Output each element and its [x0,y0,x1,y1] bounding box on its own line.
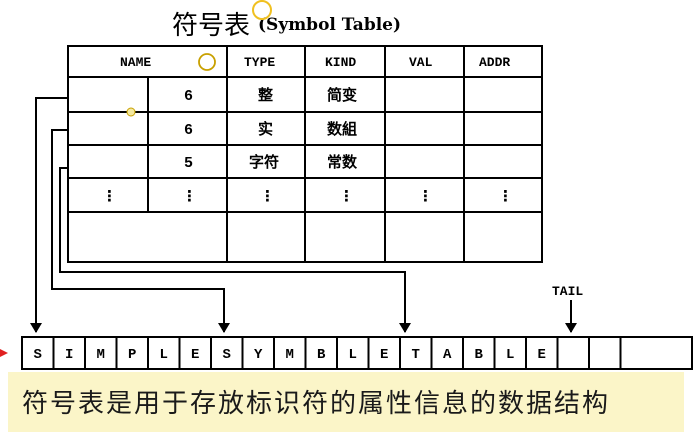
string-cell-char: Y [254,347,263,363]
string-cell-char: L [349,347,357,363]
table-cell-len: 6 [184,88,193,105]
header-type: TYPE [244,55,275,70]
string-cell-char: A [443,347,452,363]
string-cell: S [21,336,55,370]
string-cell: B [462,336,496,370]
string-cell: M [273,336,307,370]
table-cell-len: 5 [184,155,193,172]
table-cell-addr: ⋮ [498,187,513,205]
table-cell-val: ⋮ [418,187,433,205]
string-cell-char: B [475,347,484,363]
string-cell: E [367,336,401,370]
header-val: VAL [409,55,433,70]
string-cell-char: M [286,347,294,363]
string-cell: L [147,336,181,370]
title-cn: 符号表 [172,11,250,41]
string-cell: A [430,336,464,370]
header-addr: ADDR [479,55,510,70]
diagram-title: 符号表 (Symbol Table) [172,0,401,41]
name-pointers [30,97,577,333]
string-cell: P [115,336,149,370]
pointer-row-3 [59,167,411,333]
string-cell-char: L [160,347,168,363]
string-cell: I [52,336,86,370]
table-cell-kind: ⋮ [339,187,354,205]
table-cell-type: 整 [258,86,273,104]
string-cell-char: E [191,347,199,363]
string-cell-char: E [538,347,546,363]
symbol-table [67,45,543,263]
table-cell-len: ⋮ [182,187,197,205]
string-cell-char: S [34,347,42,363]
table-cell-len: 6 [184,122,193,139]
string-cell-char: I [65,347,73,363]
caption-text: 符号表是用于存放标识符的属性信息的数据结构 [22,389,610,419]
table-cell-kind: 常数 [327,153,358,171]
string-cell: B [304,336,338,370]
string-cell-char: P [128,347,136,363]
entry-arrow-icon [0,349,8,357]
table-cell-kind: 数組 [327,120,357,138]
string-cell: M [84,336,118,370]
string-cell: Y [241,336,275,370]
string-cell-char: S [223,347,231,363]
string-cell: E [178,336,212,370]
tail-label: TAIL [552,284,583,299]
string-cell-char: L [506,347,514,363]
caption-band [8,372,684,432]
string-cell: L [336,336,370,370]
string-cell: L [493,336,527,370]
string-cell: S [210,336,244,370]
table-cell-type: 实 [258,120,273,138]
title-en: (Symbol Table) [258,15,401,35]
highlight-marker-title [252,0,272,20]
string-cell-char: T [412,347,420,363]
string-cell: T [399,336,433,370]
pointer-row-2 [51,129,230,333]
table-cell-type: 字符 [249,153,279,171]
string-cell [588,336,622,370]
string-cell: E [525,336,559,370]
table-header: NAME TYPE KIND VAL ADDR [120,55,510,70]
table-body: 6 整 简变 6 实 数組 5 字符 常数 ⋮ ⋮ ⋮ ⋮ ⋮ ⋮ [102,86,513,205]
table-cell-type: ⋮ [260,187,275,205]
pointer-row-1 [30,97,68,333]
highlight-marker-name [198,53,216,71]
header-kind: KIND [325,55,356,70]
string-cell [556,336,590,370]
header-name: NAME [120,55,151,70]
string-cell-char: B [317,347,326,363]
table-cell-kind: 简变 [327,86,357,104]
string-cell-char: E [380,347,388,363]
string-free-space [619,336,693,370]
string-cell-char: M [97,347,105,363]
table-cell-name-ptr: ⋮ [102,187,117,205]
highlight-marker-row [126,107,136,117]
